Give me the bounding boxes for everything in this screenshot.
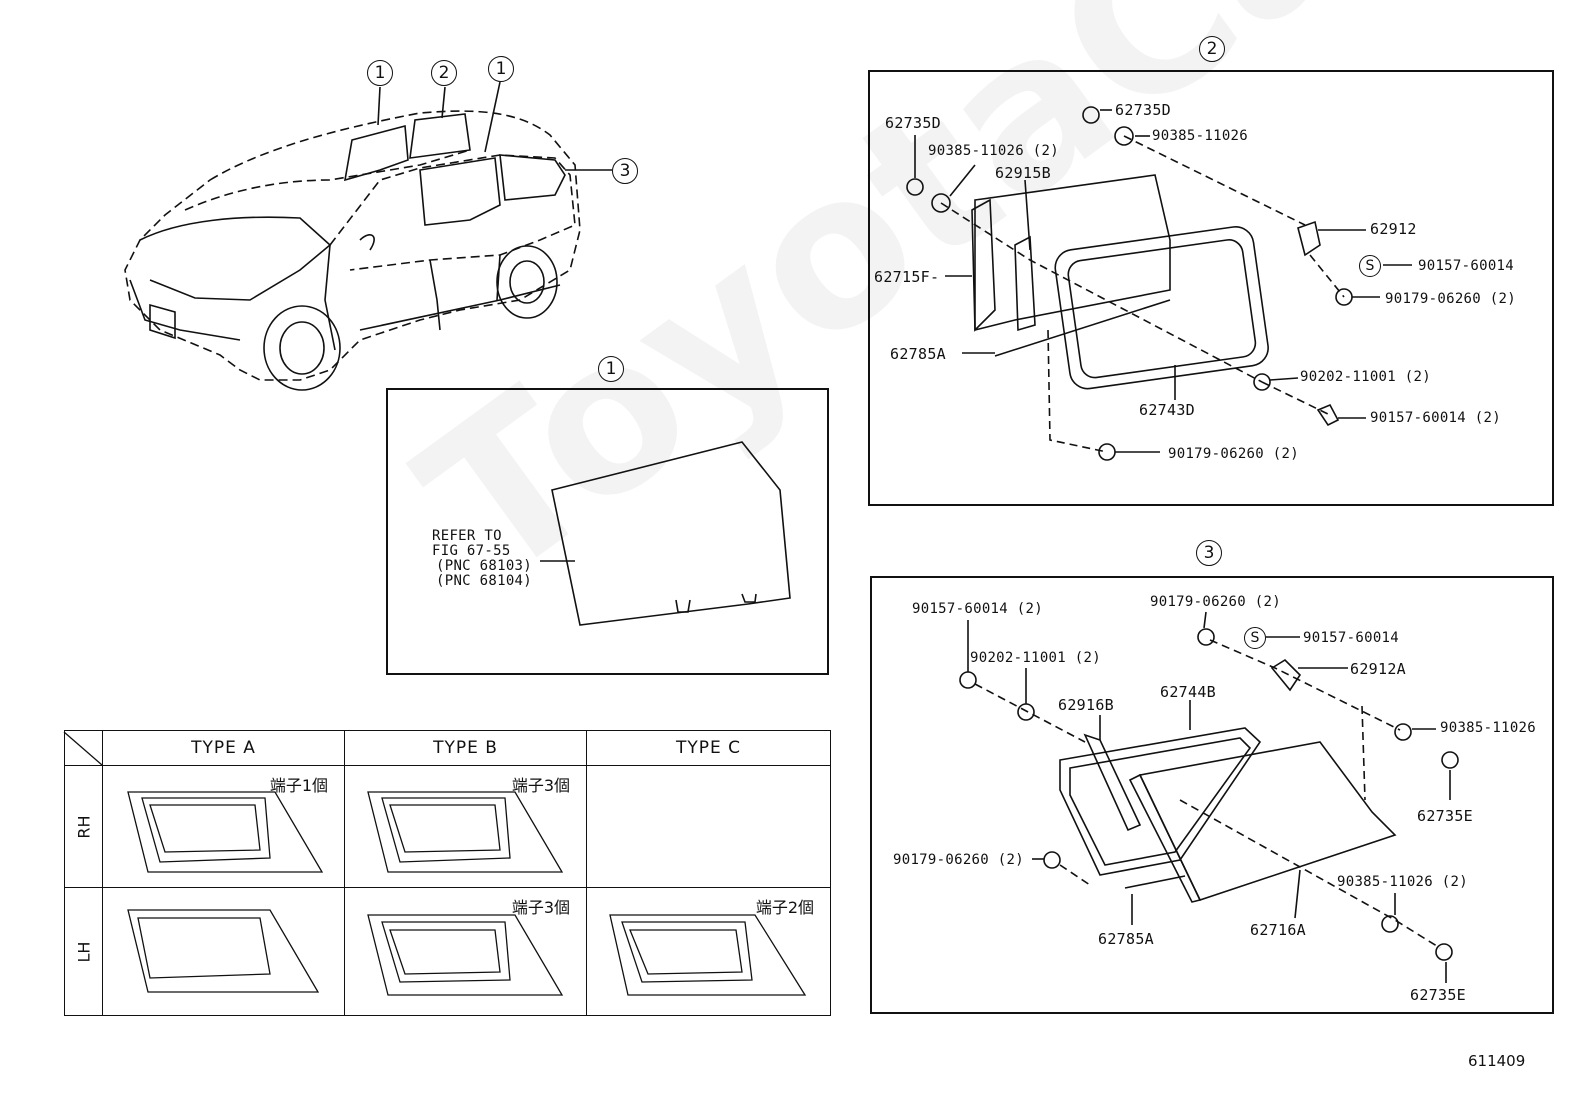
panel2-frame — [868, 70, 1554, 506]
vehicle-overview-drawing — [124, 81, 612, 391]
refer-line-1: REFER TO — [432, 528, 502, 544]
cell-rh-type-b: 端子3個 — [344, 765, 587, 888]
p2-90157-b: 90157-60014 (2) — [1370, 410, 1501, 426]
p3-62735E-b: 62735E — [1410, 986, 1466, 1004]
terminal-count: 端子1個 — [269, 776, 328, 795]
p2-90385-a: 90385-11026 (2) — [928, 143, 1059, 159]
panel1-circle: 1 — [598, 356, 624, 382]
terminal-count: 端子2個 — [755, 898, 814, 917]
panel3-frame — [870, 576, 1554, 1014]
p3-62735E-a: 62735E — [1417, 807, 1473, 825]
p2-62743D: 62743D — [1139, 401, 1195, 419]
p3-90157-a: 90157-60014 (2) — [912, 601, 1043, 617]
callout-3: 3 — [612, 158, 638, 184]
p3-s-mark: S — [1244, 627, 1266, 649]
table-row-rh: RH 端子1個 端子3個 — [64, 765, 831, 888]
table-row-lh: LH 端子3個 端子2個 — [64, 887, 831, 1016]
p2-90157-a: 90157-60014 — [1418, 258, 1515, 274]
cell-lh-type-c: 端子2個 — [586, 887, 831, 1016]
refer-line-2: FIG 67-55 — [432, 543, 511, 559]
cell-rh-type-c — [586, 765, 831, 888]
corner-cell — [64, 730, 103, 766]
terminal-count: 端子3個 — [511, 776, 570, 795]
types-table: TYPE A TYPE B TYPE C RH 端子1個 端子3個 LH 端子3… — [64, 730, 831, 1016]
panel2-drawing — [906, 106, 1412, 461]
table-header-row: TYPE A TYPE B TYPE C — [64, 730, 831, 766]
p2-62912: 62912 — [1370, 220, 1417, 238]
header-type-a: TYPE A — [102, 730, 345, 766]
cell-lh-type-a — [102, 887, 345, 1016]
row-label-lh: LH — [64, 887, 103, 1016]
p2-62715F: 62715F- — [874, 268, 940, 286]
p2-62785A: 62785A — [890, 345, 946, 363]
cell-lh-type-b: 端子3個 — [344, 887, 587, 1016]
p3-62912A: 62912A — [1350, 660, 1406, 678]
p3-90179-a: 90179-06260 (2) — [1150, 594, 1281, 610]
p2-90385-b: 90385-11026 — [1152, 128, 1249, 144]
p2-62735D-a: 62735D — [885, 114, 941, 132]
callout-2: 2 — [431, 60, 457, 86]
callout-1-a: 1 — [367, 60, 393, 86]
p2-s-mark: S — [1359, 255, 1381, 277]
p3-90179-b: 90179-06260 (2) — [893, 852, 1024, 868]
callout-1-b: 1 — [488, 56, 514, 82]
p2-90179-b: 90179-06260 (2) — [1168, 446, 1299, 462]
p2-90202: 90202-11001 (2) — [1300, 369, 1431, 385]
figure-code: 611409 — [1468, 1052, 1526, 1070]
panel1-frame — [386, 388, 829, 675]
panel2-circle: 2 — [1199, 36, 1225, 62]
p3-62916B: 62916B — [1058, 696, 1114, 714]
refer-line-4: (PNC 68104) — [436, 573, 533, 589]
p3-90157-b: 90157-60014 — [1303, 630, 1400, 646]
panel3-circle: 3 — [1196, 540, 1222, 566]
panel3-drawing — [959, 611, 1459, 983]
cell-rh-type-a: 端子1個 — [102, 765, 345, 888]
terminal-count: 端子3個 — [511, 898, 570, 917]
p3-90385-b: 90385-11026 (2) — [1337, 874, 1468, 890]
row-label-rh: RH — [64, 765, 103, 888]
header-type-c: TYPE C — [586, 730, 831, 766]
p2-62735D-b: 62735D — [1115, 101, 1171, 119]
p3-62785A: 62785A — [1098, 930, 1154, 948]
panel1-glass-drawing — [540, 441, 791, 626]
p3-90385-a: 90385-11026 — [1440, 720, 1537, 736]
p3-62716A: 62716A — [1250, 921, 1306, 939]
p2-90179-a: 90179-06260 (2) — [1385, 291, 1516, 307]
p3-90202: 90202-11001 (2) — [970, 650, 1101, 666]
p2-62915B: 62915B — [995, 164, 1051, 182]
refer-line-3: (PNC 68103) — [436, 558, 533, 574]
header-type-b: TYPE B — [344, 730, 587, 766]
p3-62744B: 62744B — [1160, 683, 1216, 701]
